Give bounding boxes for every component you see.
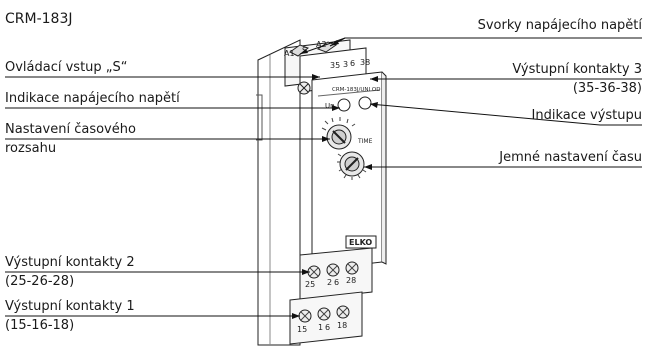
terminal-a2-label: A2 xyxy=(316,40,327,49)
supply-led xyxy=(337,98,351,112)
output-led xyxy=(358,96,372,110)
label-time-range-line1: Nastavení časového xyxy=(5,122,136,137)
bot-contact-18: 18 xyxy=(337,321,347,330)
mid-contact-28: 28 xyxy=(346,276,356,285)
top-contact-38: 38 xyxy=(360,58,370,67)
label-control-input: Ovládací vstup „S“ xyxy=(5,60,128,75)
label-output-contacts-3-terminals: (35-36-38) xyxy=(572,81,642,96)
bot-contact-6: 6 xyxy=(325,323,330,332)
bot-contact-15: 15 xyxy=(297,325,307,334)
label-output-contacts-1: Výstupní kontakty 1 xyxy=(5,299,135,314)
mid-contact-2: 2 xyxy=(327,278,332,287)
label-supply-indication: Indikace napájecího napětí xyxy=(5,91,180,106)
label-supply-terminals: Svorky napájecího napětí xyxy=(477,18,642,33)
label-output-contacts-3: Výstupní kontakty 3 xyxy=(512,62,642,77)
top-contact-3: 3 xyxy=(343,60,348,69)
mid-contact-25: 25 xyxy=(305,280,315,289)
label-output-contacts-1-terminals: (15-16-18) xyxy=(5,318,75,333)
top-contact-6: 6 xyxy=(350,59,355,68)
time-label: TIME xyxy=(357,138,373,145)
din-rail-body xyxy=(257,39,301,346)
supply-led-label: Un xyxy=(325,102,335,110)
label-time-range-line2: rozsahu xyxy=(5,141,57,156)
model-title: CRM-183J xyxy=(5,11,73,27)
label-output-contacts-2: Výstupní kontakty 2 xyxy=(5,255,135,270)
label-output-contacts-2-terminals: (25-26-28) xyxy=(5,274,75,289)
label-fine-time-setting: Jemné nastavení času xyxy=(499,150,642,165)
top-contact-35: 35 xyxy=(330,61,340,70)
mid-contact-6: 6 xyxy=(334,278,339,287)
label-output-indication: Indikace výstupu xyxy=(531,108,642,123)
front-model-label: CRM-183J/UNI OD xyxy=(332,87,380,93)
bot-contact-1: 1 xyxy=(318,323,323,332)
terminal-a1-label: A1 xyxy=(284,49,295,58)
brand-label: ELKO xyxy=(349,238,372,247)
brand-plate xyxy=(345,235,377,249)
